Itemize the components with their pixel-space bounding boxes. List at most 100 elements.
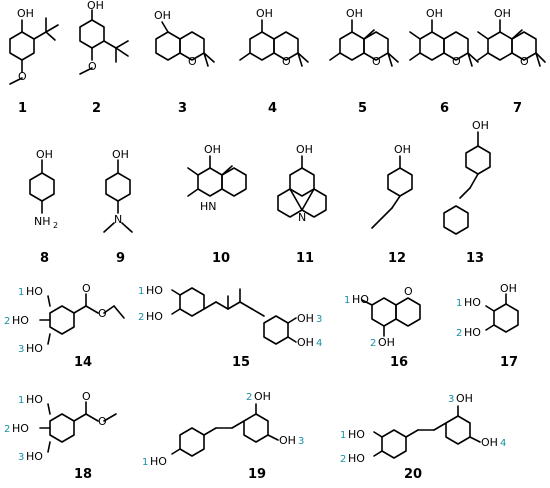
compound-14-ho-2: HO xyxy=(12,314,29,327)
compound-4-o: O xyxy=(282,55,291,68)
compound-3-o: O xyxy=(188,55,197,68)
compound-8-nh-subscript: 2 xyxy=(53,221,58,230)
compound-12-oh: OH xyxy=(394,143,411,156)
compound-9-n: N xyxy=(114,213,122,226)
compound-2-label: 2 xyxy=(92,101,101,116)
compound-10-structure: OH HN xyxy=(187,143,247,213)
compound-9-structure: OH N xyxy=(103,148,133,233)
compound-20-ho-1: HO xyxy=(348,428,365,441)
compound-19-site-1: 1 xyxy=(142,457,148,468)
compound-14-site-2: 2 xyxy=(4,316,10,327)
compound-14-site-1: 1 xyxy=(18,287,24,298)
compound-20-oh-3: OH xyxy=(456,392,473,405)
compound-20-site-4: 4 xyxy=(500,438,506,449)
compound-5-o: O xyxy=(372,55,381,68)
compound-20-structure: 1 HO 2 HO 3 OH OH 4 xyxy=(340,392,506,465)
compound-9-label: 9 xyxy=(116,251,125,266)
compound-11-n: N xyxy=(298,211,306,224)
compound-15-structure: 1 HO 2 HO OH 3 OH 4 xyxy=(138,284,322,349)
compound-2-o: O xyxy=(88,60,97,73)
compound-11-oh: OH xyxy=(296,143,313,156)
compound-14-site-3: 3 xyxy=(18,344,24,355)
compound-5-label: 5 xyxy=(358,101,367,116)
compound-18-structure: 1 HO 2 HO 3 HO O O xyxy=(4,390,117,463)
compound-6-o: O xyxy=(452,55,461,68)
compound-16-oh: OH xyxy=(378,336,395,349)
compound-2-structure: OH O xyxy=(79,0,129,75)
compound-18-label: 18 xyxy=(74,467,92,482)
compound-2-oh: OH xyxy=(87,0,104,12)
compound-19-site-3: 3 xyxy=(298,436,304,447)
compound-16-site-1: 1 xyxy=(344,295,350,306)
compound-14-carbonyl-o: O xyxy=(82,282,91,295)
compound-11-structure: OH N xyxy=(277,143,327,224)
compound-15-oh-3: OH xyxy=(297,312,314,325)
compound-18-ho-3: HO xyxy=(26,450,43,463)
compound-5-oh: OH xyxy=(346,7,363,20)
compound-18-site-2: 2 xyxy=(4,424,10,435)
compound-19-label: 19 xyxy=(248,467,266,482)
compound-1-oh: OH xyxy=(17,7,34,20)
compound-6-oh: OH xyxy=(426,7,443,20)
compound-19-oh-3: OH xyxy=(279,434,296,447)
compound-8-oh: OH xyxy=(36,148,53,161)
compound-18-ho-2: HO xyxy=(12,422,29,435)
compound-9-oh: OH xyxy=(112,148,129,161)
compound-8-structure: OH NH 2 xyxy=(29,148,58,230)
compound-13-structure: OH xyxy=(443,119,491,235)
compound-15-ho-2: HO xyxy=(146,310,163,323)
compound-7-oh: OH xyxy=(494,7,511,20)
compound-20-oh-4: OH xyxy=(481,436,498,449)
compound-20-site-3: 3 xyxy=(448,394,454,405)
compound-17-label: 17 xyxy=(500,355,518,370)
compound-15-site-4: 4 xyxy=(316,338,322,349)
compound-7-structure: OH O xyxy=(477,7,546,68)
compound-1-o: O xyxy=(18,70,27,83)
compound-17-oh: OH xyxy=(500,282,517,295)
compound-17-site-2: 2 xyxy=(456,328,462,339)
compound-4-label: 4 xyxy=(268,101,277,116)
compound-1-label: 1 xyxy=(18,101,27,116)
compound-16-structure: 1 HO O 2 OH xyxy=(344,285,421,349)
compound-20-label: 20 xyxy=(404,467,422,482)
compound-16-label: 16 xyxy=(390,355,408,370)
compound-3-label: 3 xyxy=(178,101,187,116)
compound-18-site-3: 3 xyxy=(18,452,24,463)
compound-19-structure: 1 HO 2 OH OH 3 xyxy=(142,390,304,468)
compound-19-site-2: 2 xyxy=(246,392,252,403)
compound-16-site-2: 2 xyxy=(370,338,376,349)
compound-14-label: 14 xyxy=(74,355,92,370)
compound-6-structure: OH O xyxy=(409,7,479,68)
compound-10-label: 10 xyxy=(212,251,230,266)
compound-17-ho-1: HO xyxy=(464,296,481,309)
compound-20-site-1: 1 xyxy=(340,430,346,441)
compound-16-o: O xyxy=(404,285,413,298)
compound-17-ho-2: HO xyxy=(464,326,481,339)
compound-15-label: 15 xyxy=(232,355,250,370)
compound-19-oh-2: OH xyxy=(254,390,271,403)
compound-4-oh: OH xyxy=(256,7,273,20)
compound-15-site-1: 1 xyxy=(138,286,144,297)
compound-14-ho-3: HO xyxy=(26,342,43,355)
compound-8-nh: NH xyxy=(34,215,51,228)
compound-18-ho-1: HO xyxy=(26,393,43,406)
compound-3-structure: OH O xyxy=(154,9,215,68)
compound-15-oh-4: OH xyxy=(297,336,314,349)
compound-14-ho-1: HO xyxy=(26,285,43,298)
compound-15-site-2: 2 xyxy=(138,312,144,323)
compound-4-structure: OH O xyxy=(239,7,309,68)
compound-18-ester-o: O xyxy=(98,415,107,428)
compound-20-ho-2: HO xyxy=(348,452,365,465)
compound-5-structure: OH O xyxy=(329,7,399,68)
compound-3-oh: OH xyxy=(154,9,171,22)
compound-20-site-2: 2 xyxy=(340,454,346,465)
compound-7-label: 7 xyxy=(513,101,522,116)
compound-17-structure: OH 1 HO 2 HO xyxy=(456,282,519,339)
compound-13-oh: OH xyxy=(472,119,489,132)
compound-10-hn: HN xyxy=(200,200,217,213)
compound-6-label: 6 xyxy=(440,101,449,116)
compound-19-ho: HO xyxy=(150,455,167,468)
compound-18-carbonyl-o: O xyxy=(82,390,91,403)
compound-14-ester-o: O xyxy=(98,307,107,320)
